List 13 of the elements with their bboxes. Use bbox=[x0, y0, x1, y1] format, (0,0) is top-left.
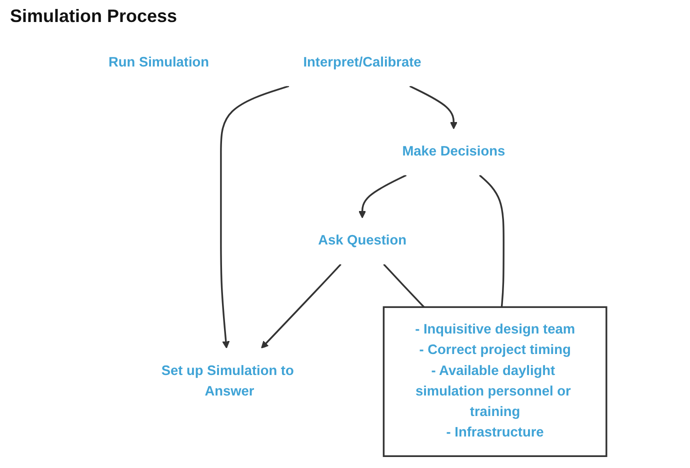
arrow bbox=[410, 85, 458, 130]
arrow bbox=[261, 264, 342, 349]
arrow bbox=[358, 174, 407, 218]
diagram-title: Simulation Process bbox=[9, 5, 178, 28]
node-text: Set up Simulation to Answer bbox=[162, 364, 294, 399]
connector bbox=[479, 174, 505, 308]
node-text: Run Simulation bbox=[108, 55, 210, 70]
node-text: Make Decisions bbox=[402, 144, 506, 159]
arrow bbox=[220, 85, 290, 349]
node-text: Ask Question bbox=[318, 233, 407, 248]
node-box: - Inquisitive design team - Correct project timing - Available daylight simulation personnel or training - Infrastructure bbox=[383, 306, 608, 457]
connector bbox=[384, 264, 426, 308]
node-text: Interpret/Calibrate bbox=[304, 55, 422, 70]
